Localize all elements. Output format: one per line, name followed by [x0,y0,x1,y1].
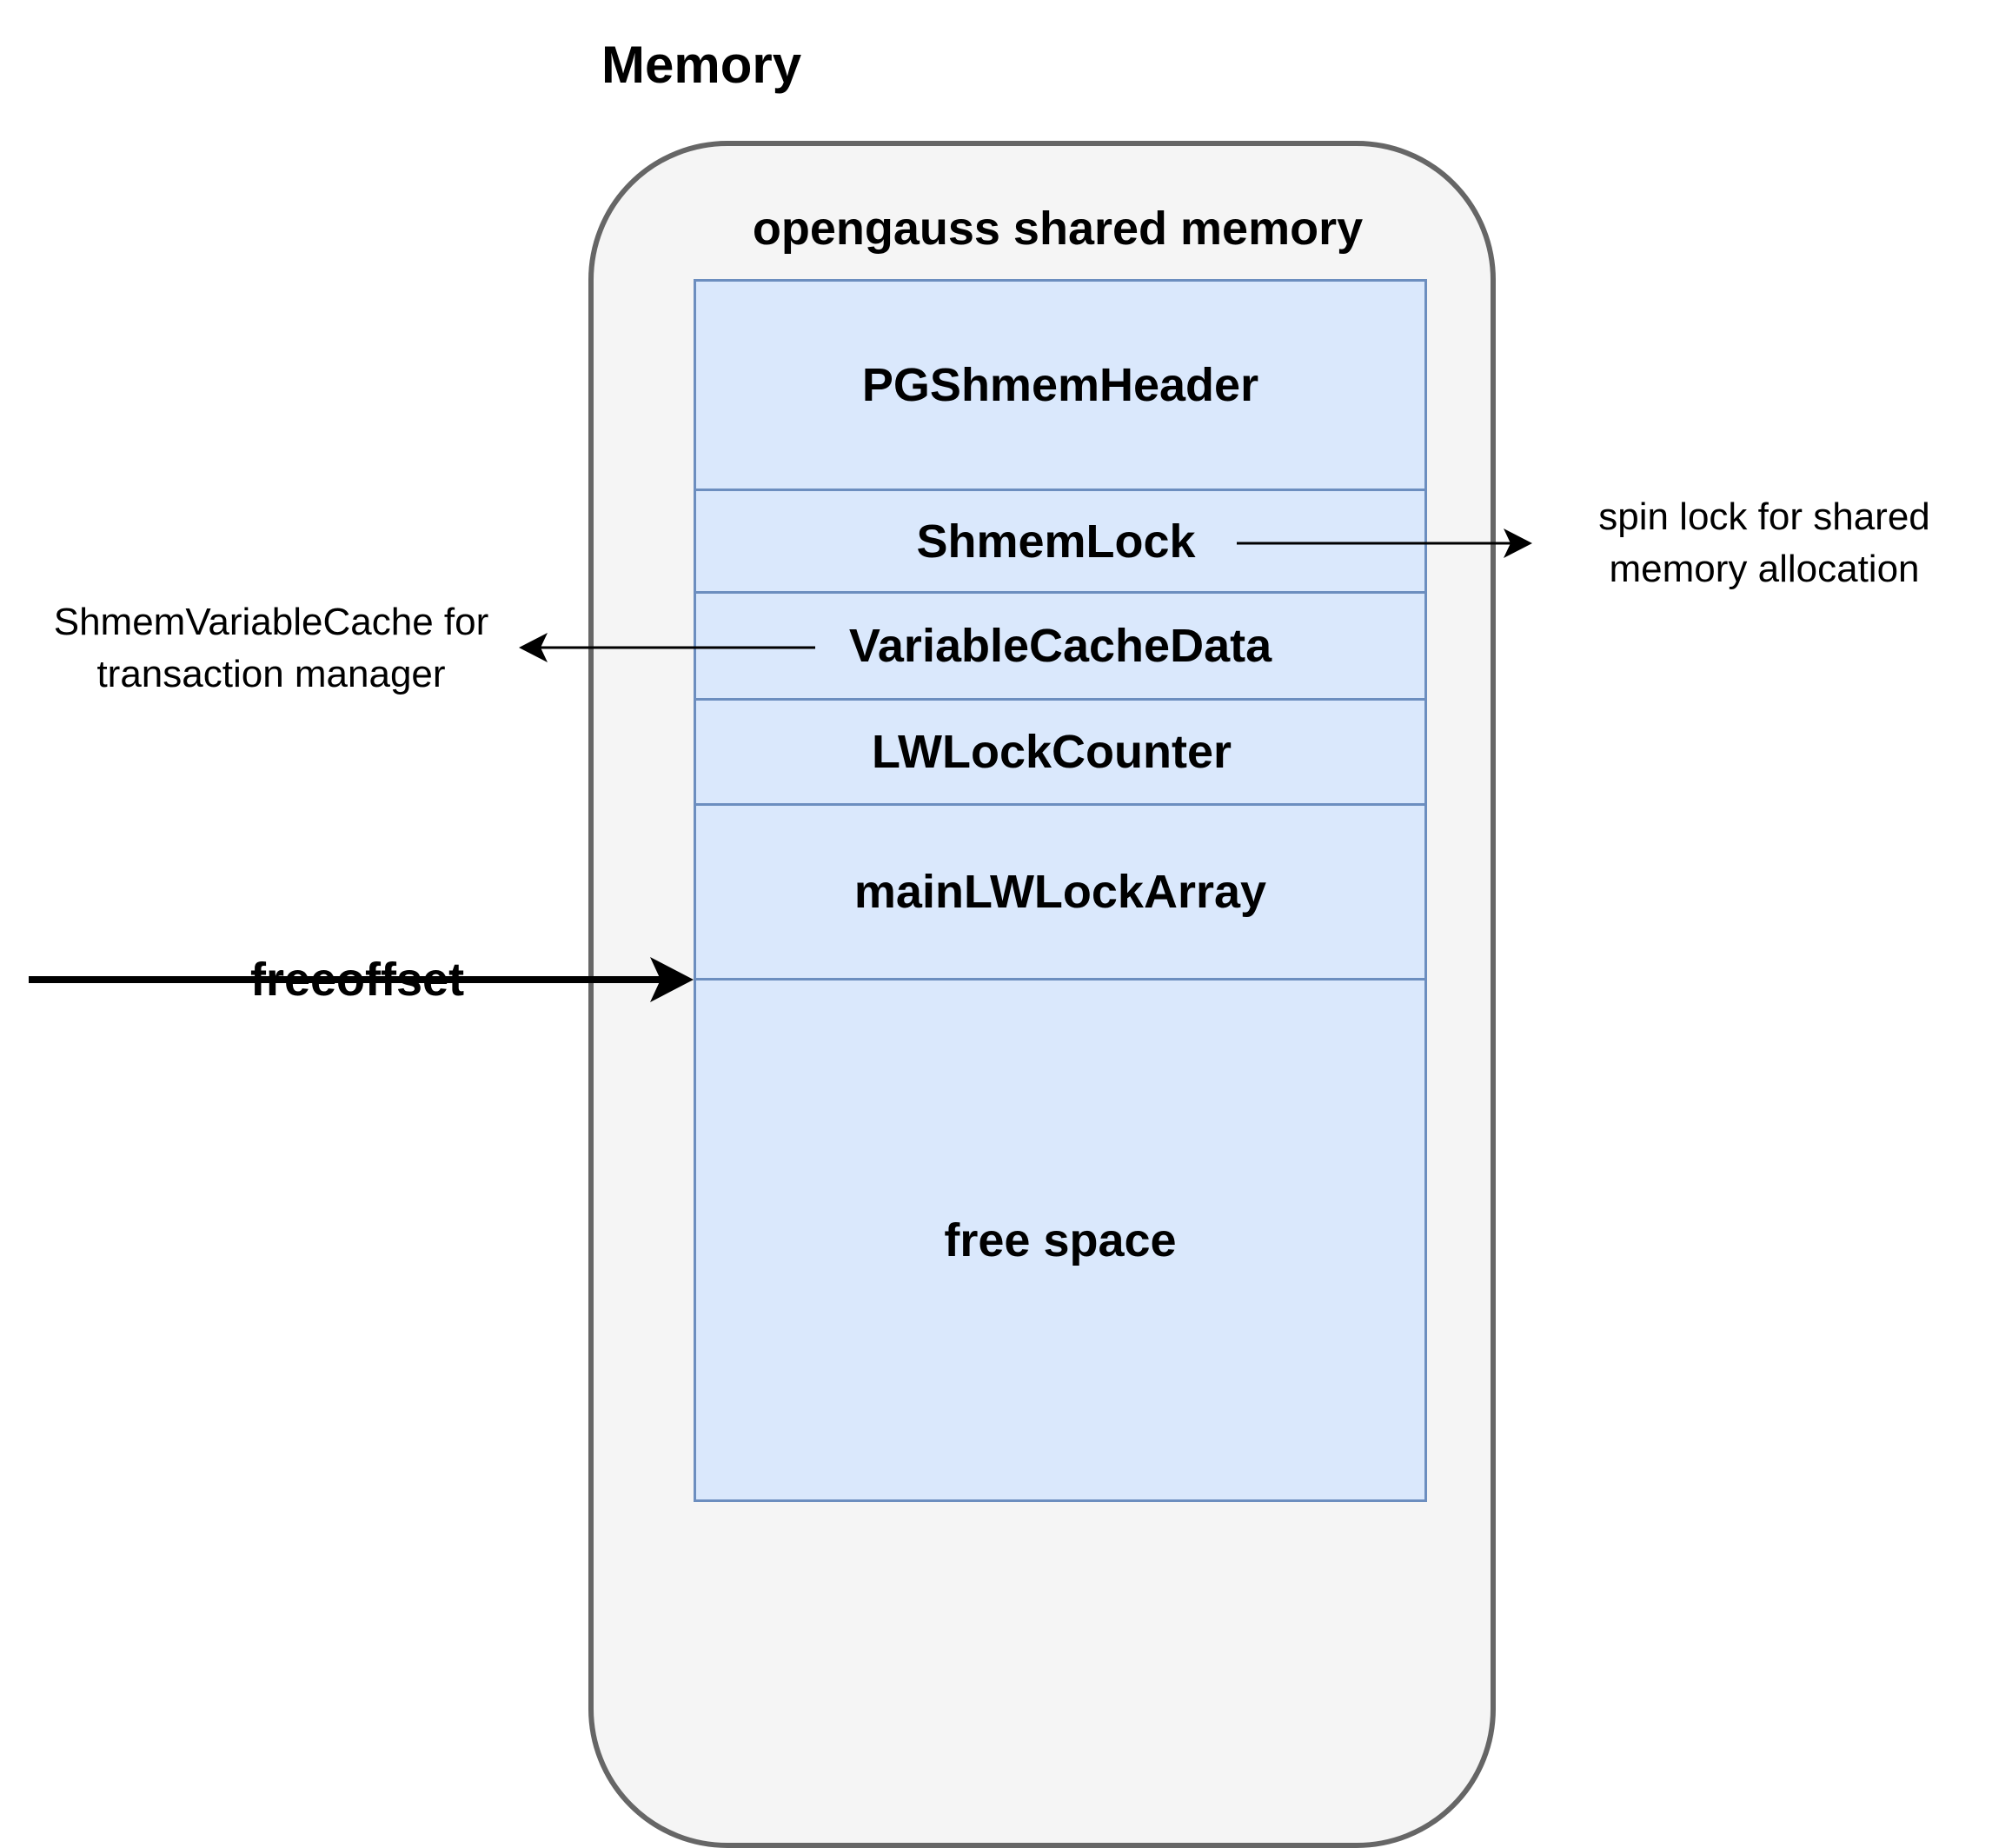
variablecache-note-line: ShmemVariableCache for [53,601,489,643]
shmemlock-note-line: spin lock for shared [1598,495,1930,538]
block-mainlwlockarray: mainLWLockArray [694,803,1427,981]
diagram-title: Memory [601,36,802,94]
shmemlock-note-line: memory allocation [1609,548,1920,590]
block-pgshmemheader: PGShmemHeader [694,279,1427,491]
shmemlock-note: spin lock for shared memory allocation [1547,491,1982,595]
variablecache-arrowhead [519,633,548,662]
block-free-space: free space [694,978,1427,1502]
shmemlock-arrowhead [1504,528,1532,558]
freeoffset-arrowhead [650,957,694,1002]
freeoffset-label: freeoffset [250,954,465,1006]
variablecache-note-line: transaction manager [96,653,446,695]
block-lwlockcounter: LWLockCounter [694,698,1427,806]
variablecache-note: ShmemVariableCache for transaction manag… [0,596,542,701]
container-label: opengauss shared memory [752,203,1364,255]
